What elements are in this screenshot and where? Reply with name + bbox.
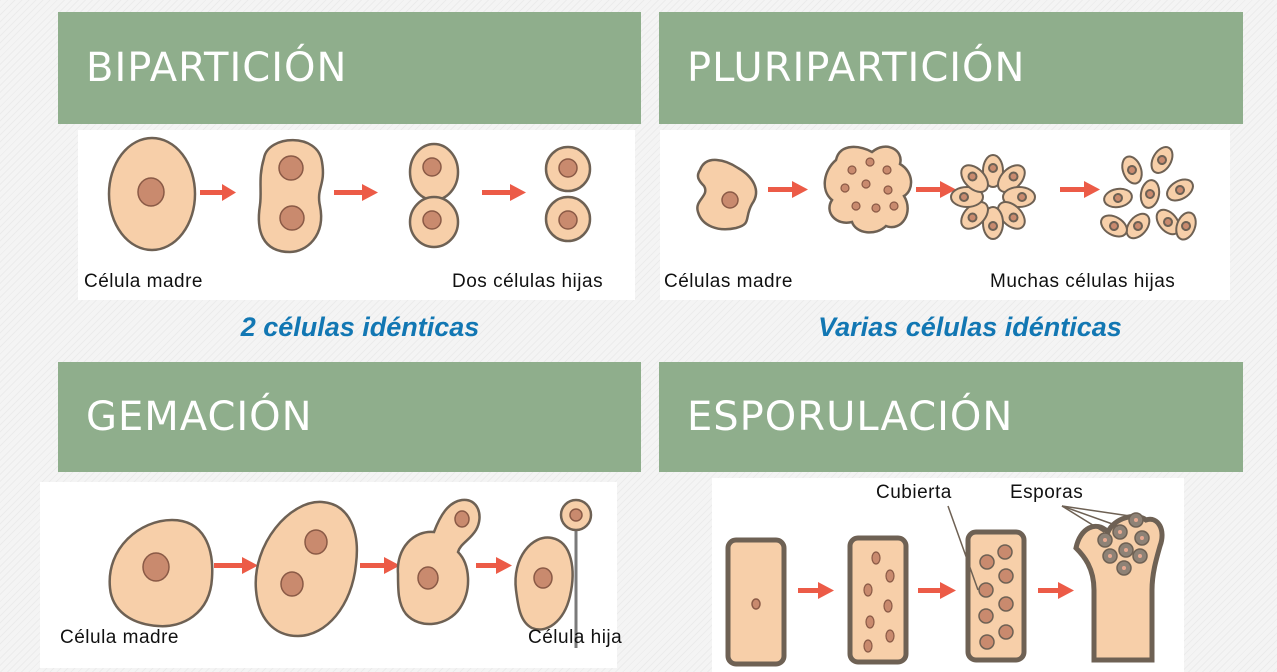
sporulation-label-cover: Cubierta bbox=[876, 482, 952, 503]
gemation-mother-cell bbox=[108, 518, 214, 628]
sporulation-cell-4 bbox=[1073, 512, 1165, 663]
gemation-label-start: Célula madre bbox=[60, 627, 179, 648]
arrow-icon bbox=[200, 184, 236, 201]
bipartition-split-cells bbox=[408, 142, 460, 249]
pluripartition-label-start: Células madre bbox=[664, 271, 793, 292]
sporulation-cell-1 bbox=[725, 537, 787, 667]
pluripartition-daughter-cells bbox=[1100, 146, 1197, 241]
sporulation-title: ESPORULACIÓN bbox=[687, 394, 1014, 440]
arrow-icon bbox=[1038, 582, 1074, 599]
pluripartition-mother-cell bbox=[696, 158, 758, 231]
arrow-icon bbox=[476, 557, 512, 574]
bipartition-header: BIPARTICIÓN bbox=[58, 12, 641, 124]
arrow-icon bbox=[768, 181, 808, 198]
gemation-title: GEMACIÓN bbox=[86, 394, 313, 440]
bipartition-daughter-cells bbox=[544, 145, 592, 243]
bipartition-title: BIPARTICIÓN bbox=[86, 45, 348, 91]
sporulation-header: ESPORULACIÓN bbox=[659, 362, 1243, 472]
arrow-icon bbox=[918, 582, 956, 599]
bipartition-label-end: Dos células hijas bbox=[452, 271, 604, 292]
pluripartition-header: PLURIPARTICIÓN bbox=[659, 12, 1243, 124]
arrow-icon bbox=[482, 184, 526, 201]
arrow-icon bbox=[1060, 181, 1100, 198]
bipartition-mother-cell bbox=[107, 136, 197, 252]
bipartition-dividing-cell bbox=[257, 139, 325, 254]
arrow-icon bbox=[916, 181, 956, 198]
pluripartition-multinucleate-cell bbox=[823, 145, 913, 234]
bipartition-caption: 2 células idénticas bbox=[240, 312, 480, 342]
cover-pointer-line bbox=[947, 505, 979, 591]
pluripartition-title: PLURIPARTICIÓN bbox=[687, 45, 1026, 91]
pluripartition-caption: Varias células idénticas bbox=[818, 312, 1122, 342]
gemation-label-end: Célula hija bbox=[528, 627, 623, 648]
arrow-icon bbox=[334, 184, 378, 201]
pluripartition-label-end: Muchas células hijas bbox=[990, 271, 1176, 292]
sporulation-cell-2 bbox=[847, 535, 909, 665]
gemation-header: GEMACIÓN bbox=[58, 362, 641, 472]
gemation-separated-cells bbox=[514, 498, 593, 648]
gemation-budding-cell bbox=[396, 498, 481, 626]
arrow-icon bbox=[798, 582, 834, 599]
sporulation-cell-3 bbox=[965, 529, 1027, 663]
nucleus bbox=[137, 177, 165, 207]
bipartition-label-start: Célula madre bbox=[84, 271, 203, 292]
pluripartition-rosette bbox=[950, 154, 1036, 240]
gemation-growing-cell bbox=[254, 500, 359, 638]
arrow-icon bbox=[214, 557, 258, 574]
arrow-icon bbox=[360, 557, 400, 574]
spores-pointer-lines bbox=[1061, 505, 1131, 533]
sporulation-label-spores: Esporas bbox=[1010, 482, 1084, 503]
